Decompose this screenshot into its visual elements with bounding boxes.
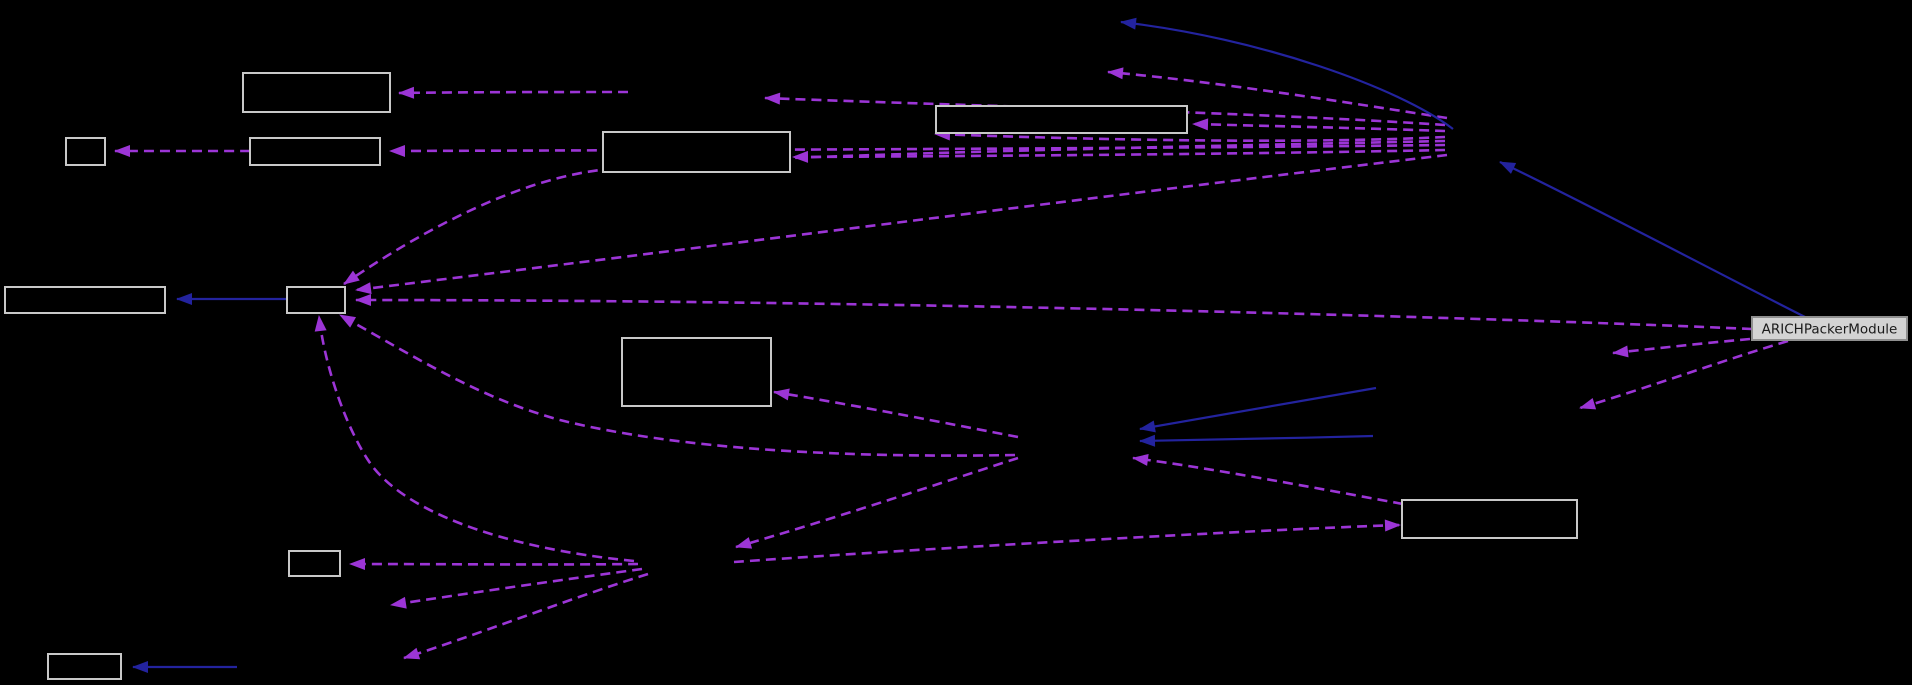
solid-edge-4 — [1139, 434, 1374, 447]
dashed-edge-2 — [1192, 118, 1446, 133]
graph-node-box-2[interactable] — [64, 136, 107, 167]
dashed-edge-13 — [733, 519, 1401, 564]
graph-node-box-1[interactable] — [241, 71, 392, 114]
solid-edge-3 — [1139, 386, 1377, 433]
dashed-edge-3 — [792, 148, 1446, 163]
dashed-edge-21 — [398, 86, 629, 99]
graph-node-box-11[interactable] — [46, 652, 123, 681]
dashed-edge-11 — [1579, 339, 1789, 410]
dashed-edge-4 — [389, 143, 1446, 157]
dashed-edge-1 — [1107, 67, 1448, 120]
graph-node-arich-packer-module — [1750, 315, 1909, 342]
dashed-edge-9 — [355, 294, 1753, 331]
graph-node-box-10[interactable] — [287, 549, 342, 578]
dashed-edge-17 — [314, 315, 635, 563]
dashed-edge-15 — [339, 313, 1016, 457]
dashed-edge-7 — [355, 153, 1448, 295]
dashed-edge-8 — [343, 139, 1446, 286]
dashed-edge-14 — [773, 388, 1019, 439]
graph-node-box-8[interactable] — [620, 336, 773, 408]
dashed-edge-19 — [390, 567, 643, 609]
dashed-edge-10 — [1612, 337, 1751, 358]
dashed-edge-16 — [735, 456, 1019, 549]
dashed-edge-20 — [403, 572, 649, 660]
nodes-layer: ARICHPackerModule — [3, 71, 1909, 681]
dashed-edge-12 — [1132, 453, 1404, 506]
graph-node-label-arich-packer-module: ARICHPackerModule — [1762, 322, 1898, 338]
dashed-edge-5 — [934, 128, 1446, 143]
solid-edge-1 — [1120, 17, 1454, 130]
graph-node-box-5[interactable] — [934, 104, 1189, 135]
graph-node-box-6[interactable] — [3, 285, 167, 315]
graph-node-box-4[interactable] — [601, 130, 792, 174]
graph-node-box-7[interactable] — [285, 285, 347, 315]
solid-edge-2 — [1499, 161, 1806, 318]
graph-node-box-9[interactable] — [1400, 498, 1579, 540]
graph-node-box-3[interactable] — [248, 136, 382, 167]
